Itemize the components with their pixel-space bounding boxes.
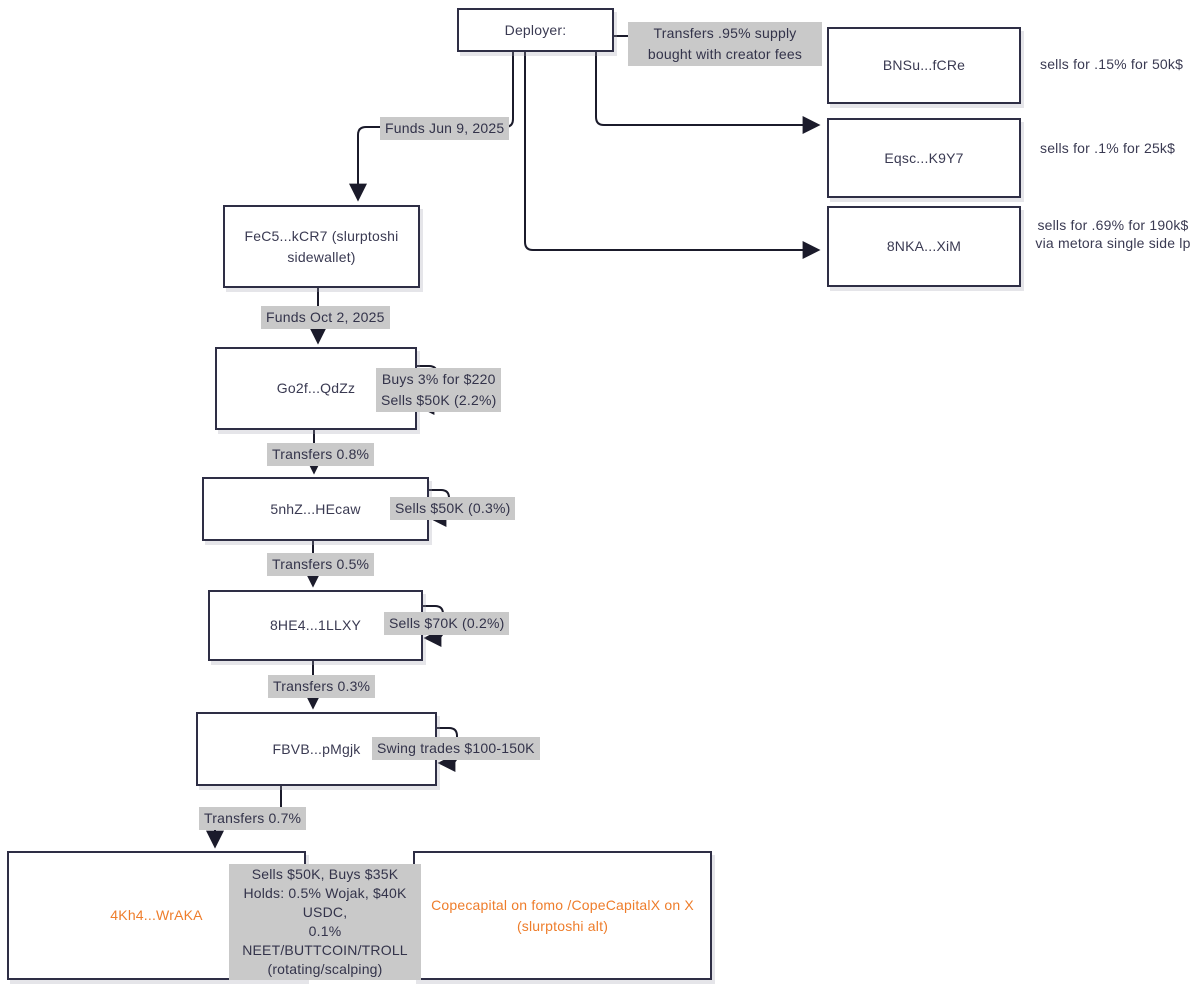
edge-deployer-to-nka	[524, 49, 821, 259]
node-fec5-sidewallet[interactable]: FeC5...kCR7 (slurptoshi sidewallet)	[223, 205, 420, 288]
note-8nka-sells: sells for .69% for 190k$ via metora sing…	[1035, 217, 1191, 251]
edge-label-transfers-03: Transfers 0.3%	[268, 675, 376, 698]
edge-label-buys-sells: Buys 3% for $220 Sells $50K (2.2%)	[376, 368, 502, 412]
edge-label-transfers-07: Transfers 0.7%	[199, 807, 307, 830]
edge-label-transfers-supply: Transfers .95% supply bought with creato…	[628, 22, 822, 66]
node-copecapital[interactable]: Copecapital on fomo /CopeCapitalX on X (…	[413, 851, 712, 980]
edge-deployer-to-fundsjun-label	[470, 49, 514, 128]
edge-label-holds-summary: Sells $50K, Buys $35K Holds: 0.5% Wojak,…	[229, 864, 421, 980]
note-eqsc-sells: sells for .1% for 25k$	[1040, 140, 1176, 156]
edge-label-swing-trades: Swing trades $100-150K	[372, 737, 540, 760]
edge-deployer-to-eqsc	[595, 49, 821, 134]
edge-label-funds-oct: Funds Oct 2, 2025	[261, 306, 390, 329]
edge-fundsjun-label-to-fec5	[349, 126, 384, 202]
edge-label-sells-70k: Sells $70K (0.2%)	[384, 612, 510, 635]
node-bnsu-wallet[interactable]: BNSu...fCRe	[827, 27, 1021, 104]
edge-label-sells-50k: Sells $50K (0.3%)	[390, 497, 516, 520]
edge-label-transfers-05: Transfers 0.5%	[267, 553, 375, 576]
note-bnsu-sells: sells for .15% for 50k$	[1040, 56, 1184, 72]
node-eqsc-wallet[interactable]: Eqsc...K9Y7	[827, 118, 1021, 198]
edge-label-transfers-08: Transfers 0.8%	[267, 443, 375, 466]
node-8nka-wallet[interactable]: 8NKA...XiM	[827, 206, 1021, 287]
node-deployer[interactable]: Deployer:	[457, 8, 614, 52]
edge-label-funds-jun: Funds Jun 9, 2025	[380, 117, 510, 140]
